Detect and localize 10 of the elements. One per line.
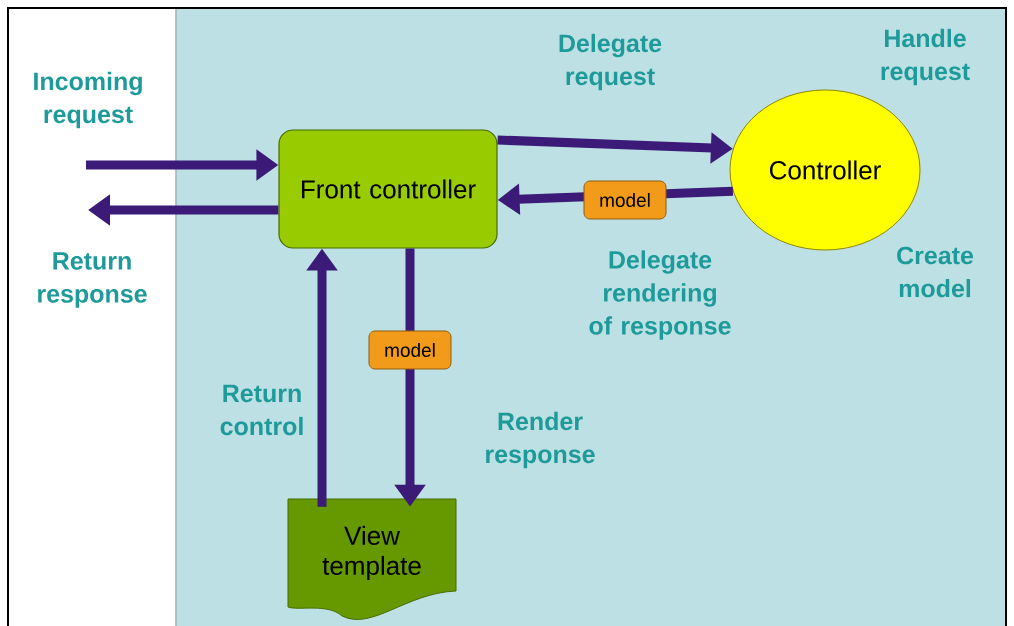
step-label: Return control	[220, 384, 303, 436]
step-label: Delegate request	[559, 33, 662, 91]
step-label: Delegate rendering of response	[589, 250, 731, 340]
step-label: Incoming request	[34, 71, 142, 129]
process-box: Front controller	[278, 129, 498, 249]
step-label: Handle request	[881, 28, 970, 86]
step-label: Render response	[486, 411, 595, 469]
step-label: Return response	[38, 252, 147, 308]
model-badge: model	[368, 330, 452, 370]
model-badge: model	[583, 180, 667, 220]
